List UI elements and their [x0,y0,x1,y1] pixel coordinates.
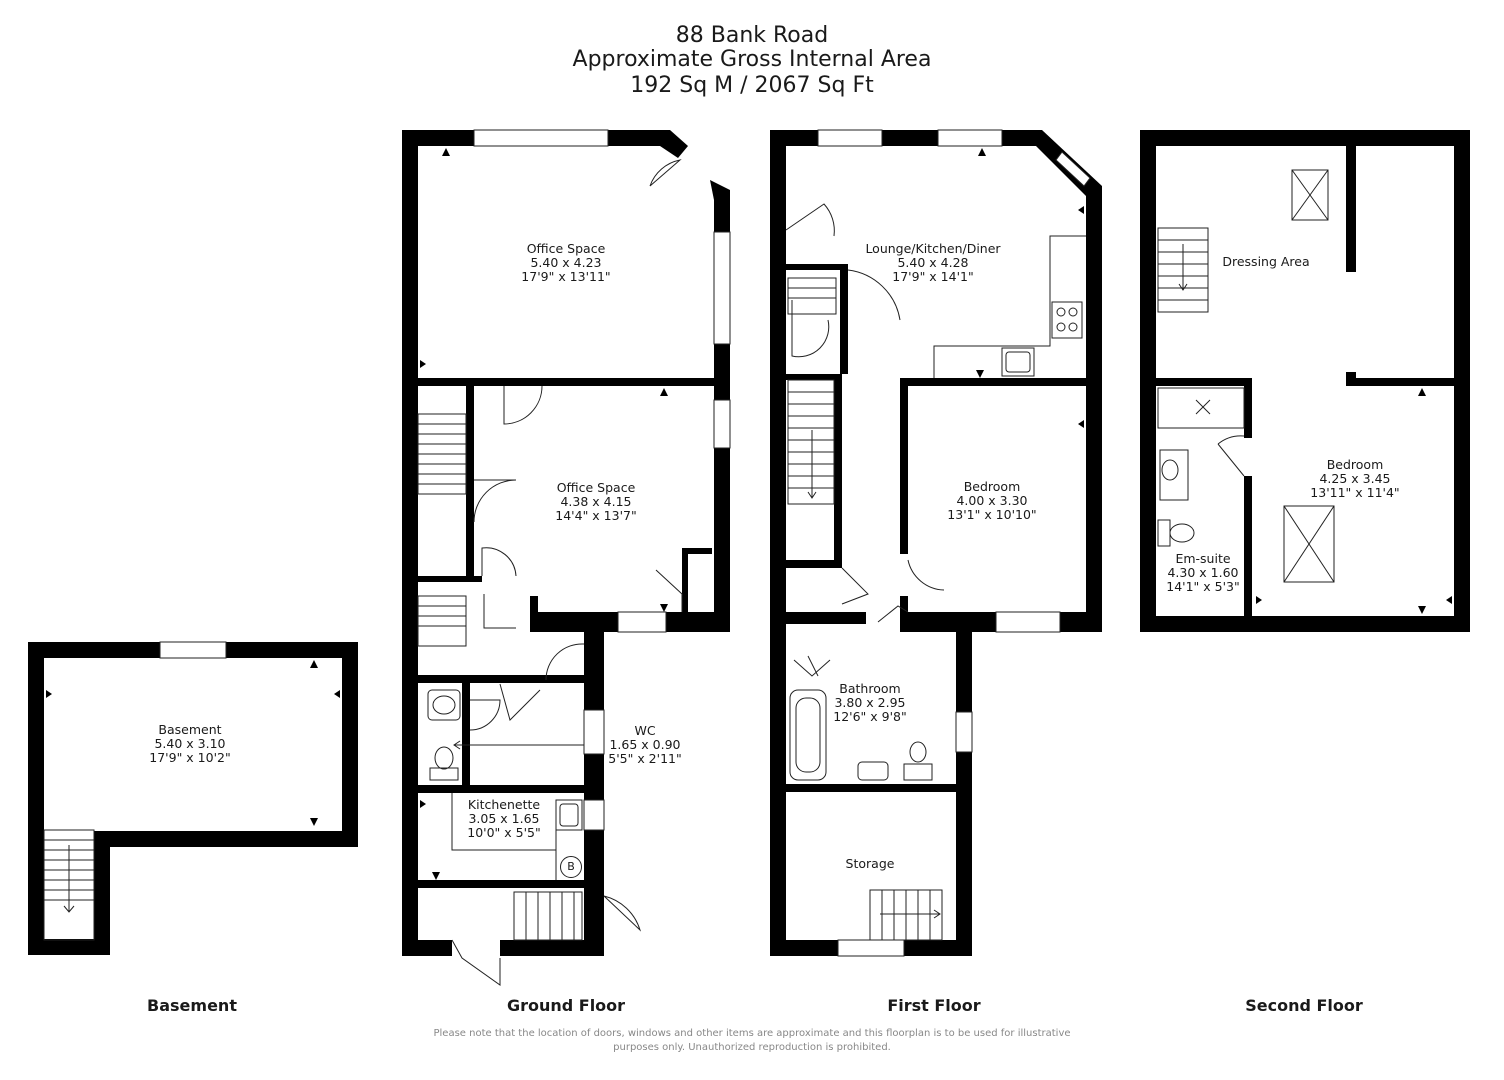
height-markers [46,148,1452,880]
windows [159,129,1061,957]
basement-walls [28,642,358,955]
second-floor-walls [1140,130,1470,632]
door-front-office [649,159,682,187]
room-storage: Storage [845,856,895,871]
disclaimer-line-1: Please note that the location of doors, … [433,1028,1071,1039]
disclaimer: Please note that the location of doors, … [0,1027,1504,1055]
ground-stairs [417,413,583,941]
boiler-icon: B [560,856,582,878]
floor-label-basement: Basement [147,996,237,1015]
plan-subtitle: Approximate Gross Internal Area [572,47,932,72]
plan-address: 88 Bank Road [675,23,829,48]
second-floor-stairs [1157,227,1209,313]
plan-area: 192 Sq M / 2067 Sq Ft [630,73,874,98]
disclaimer-line-2: purposes only. Unauthorized reproduction… [613,1042,891,1053]
floor-label-first: First Floor [887,996,981,1015]
floor-label-ground: Ground Floor [506,996,626,1015]
basement-stairs [43,829,95,941]
first-floor-stairs [787,277,943,941]
floor-label-second: Second Floor [1245,996,1363,1015]
room-dressing-area: Dressing Area [1222,254,1310,269]
